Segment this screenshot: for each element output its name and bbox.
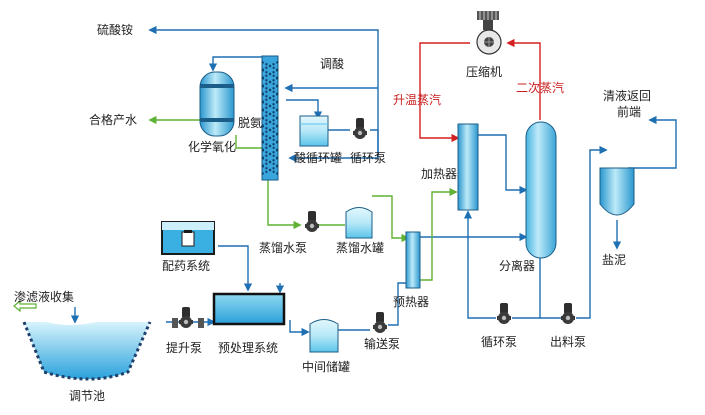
label-heater: 加热器: [421, 167, 458, 181]
pipe-secondary-steam: [506, 38, 541, 120]
label-chemical-oxidation: 化学氧化: [188, 140, 237, 154]
label-clean-return: 清液返回: [603, 89, 652, 103]
blue-pipes: [70, 25, 677, 337]
label-distill-pump: 蒸馏水泵: [259, 241, 308, 255]
green-pipes: [148, 115, 458, 281]
leachate-inlet-arrow: [13, 299, 37, 313]
compressor-icon: [476, 11, 502, 55]
red-pipes: [419, 38, 541, 143]
pipe-ammonium-sulfate: [148, 25, 379, 158]
label-mid-tank: 中间储罐: [302, 360, 351, 374]
preheater-vessel: [405, 231, 421, 289]
label-lift-pump: 提升泵: [166, 341, 203, 355]
label-distill-tank: 蒸馏水罐: [336, 241, 385, 255]
regulating-pond: [22, 321, 152, 381]
circulation-pump-bottom-icon: [497, 303, 511, 324]
pipe-rising-steam: [419, 42, 470, 143]
discharge-pump-icon: [561, 303, 575, 324]
label-leachate-collect: 渗滤液收集: [14, 290, 75, 304]
circulation-pump-top-icon: [353, 118, 367, 139]
deammonia-column: [261, 55, 279, 181]
pipe-deammonia-to-oxidation: [208, 56, 271, 72]
pipe-heater-to-separator: [478, 134, 528, 195]
label-salt-sludge: 盐泥: [602, 253, 627, 267]
pretreatment-unit: [212, 292, 286, 326]
label-compressor: 压缩机: [466, 65, 503, 79]
pipe-clean-return: [628, 115, 677, 169]
label-qualified-water: 合格产水: [89, 113, 138, 127]
chemical-oxidation-vessel: [199, 71, 235, 137]
pipe-pretreat-to-midtank: [289, 320, 310, 337]
pipe-pump-to-column: [288, 129, 379, 163]
label-circ-pump-bottom: 循环泵: [481, 335, 518, 349]
pipe-preheater-to-heater: [418, 187, 458, 281]
label-regulating-pond: 调节池: [69, 389, 106, 403]
pipe-dosing-to-pretreat: [218, 245, 253, 292]
pipe-column-to-distill-pump: [267, 180, 302, 230]
label-circ-pump-top: 循环泵: [350, 151, 387, 165]
pipe-pump-to-preheater: [388, 278, 414, 326]
pipe-column-to-oxidation: [235, 135, 262, 149]
label-front-end: 前端: [617, 105, 642, 119]
label-acid-regulating: 调酸: [320, 57, 345, 71]
label-discharge-pump: 出料泵: [550, 335, 587, 349]
settler-vessel: [599, 167, 635, 216]
label-acid-tank: 酸循环罐: [294, 151, 343, 165]
mid-storage-tank: [309, 319, 339, 353]
pipe-discharge-to-settler: [576, 145, 608, 319]
label-separator: 分离器: [499, 259, 536, 273]
pipe-acid-loop: [286, 99, 323, 120]
transfer-pump-icon: [373, 312, 387, 333]
acid-circulation-tank: [299, 115, 329, 147]
label-pretreat-system: 预处理系统: [218, 341, 279, 355]
label-transfer-pump: 输送泵: [364, 337, 401, 351]
pipe-distill-tank-to-preheater: [372, 195, 410, 243]
distilled-water-tank: [345, 207, 373, 239]
label-deammonia: 脱氨: [238, 116, 263, 130]
label-dosing-system: 配药系统: [162, 259, 211, 273]
heater-vessel: [457, 123, 479, 211]
label-rising-steam: 升温蒸汽: [393, 93, 442, 107]
dosing-system-tank: [161, 221, 215, 255]
label-preheater: 预热器: [393, 295, 430, 309]
distilled-water-pump-icon: [305, 211, 319, 232]
lift-pump-icon: [172, 307, 204, 328]
pipe-circ-pump-to-heater: [463, 210, 496, 319]
label-ammonium-sulfate: 硫酸铵: [97, 23, 134, 37]
label-secondary-steam: 二次蒸汽: [516, 81, 565, 95]
separator-vessel: [525, 121, 557, 259]
